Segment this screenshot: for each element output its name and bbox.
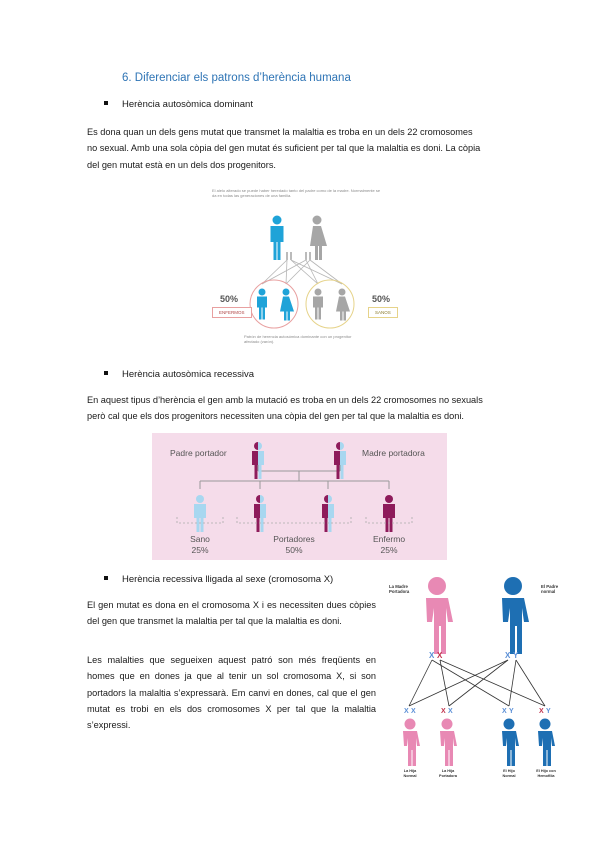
svg-text:X: X [448, 708, 453, 715]
svg-text:Y: Y [546, 708, 551, 715]
bullet-label: Herència recessiva lligada al sexe (crom… [122, 574, 334, 585]
bullet-autosomal-dominant: Herència autosòmica dominant [104, 99, 253, 110]
affected-child-icon [280, 288, 294, 321]
svg-text:X: X [441, 708, 446, 715]
svg-text:X: X [502, 708, 507, 715]
normal-father-icon [502, 577, 529, 654]
group-brackets [176, 517, 413, 524]
bullet-square [104, 101, 108, 106]
paragraph-line: Es dona quan un dels gens mutat que tran… [87, 127, 473, 137]
svg-text:X: X [404, 708, 409, 715]
healthy-percent: 50% [372, 294, 391, 304]
carrier-daughter-icon [440, 718, 457, 766]
normal-son-icon [502, 718, 519, 766]
healthy-child-icon [194, 495, 206, 532]
bullet-label: Herència autosòmica dominant [122, 99, 253, 110]
kid-label: El Hijo Normal [502, 769, 516, 778]
figure-recessive-inheritance: Padre portador Madre portadora Sano 25% … [152, 433, 447, 560]
family-tree-lines [199, 455, 390, 489]
svg-text:X: X [505, 651, 511, 660]
figure-caption-bottom: Patrón de herencia autosómica dominante … [244, 334, 352, 344]
svg-text:X: X [429, 651, 435, 660]
svg-text:Y: Y [513, 651, 519, 660]
healthy-mother-icon [310, 215, 327, 260]
affected-child-icon [257, 288, 267, 320]
bullet-autosomal-recessive: Herència autosòmica recessiva [104, 369, 254, 380]
figure-dominant-inheritance: El alelo alterado se puede haber heredad… [200, 186, 405, 351]
svg-text:X: X [437, 651, 443, 660]
father-label: El Padre normal [541, 584, 559, 594]
affected-group-label: Enfermo 25% [372, 534, 406, 555]
paragraph-x-linked-1: El gen mutat es dona en el cromosoma X i… [87, 600, 376, 627]
recessive-diagram [176, 442, 413, 532]
carrier-father-icon [252, 442, 264, 479]
bullet-square [104, 371, 108, 376]
paragraph-x-linked-2: Les malalties que segueixen aquest patró… [87, 655, 376, 731]
healthy-child-icon [336, 288, 350, 321]
carrier-group-label: Portadores 50% [273, 534, 315, 555]
healthy-group-circle [305, 279, 355, 329]
svg-text:Y: Y [509, 708, 514, 715]
inheritance-lines [408, 659, 546, 707]
carrier-child-icon [254, 495, 266, 532]
hemophilia-son-icon [538, 718, 555, 766]
paragraph-line: En aquest tipus d’herència el gen amb la… [87, 395, 483, 405]
kid-label: La Hija Portadora [439, 769, 457, 778]
paragraph-line: del gen mutat està en un dels dos progen… [87, 159, 276, 170]
kid-label: La Hija Normal [403, 769, 417, 778]
affected-father-icon [270, 215, 284, 260]
kid-label: El Hijo con Hemofilia [536, 769, 556, 778]
mother-label: Madre portadora [362, 448, 425, 458]
chromosome-icon [286, 252, 311, 260]
carrier-mother-icon [334, 442, 346, 479]
healthy-group-label: Sano 25% [190, 534, 210, 555]
svg-text:X: X [411, 708, 416, 715]
affected-percent: 50% [220, 294, 239, 304]
affected-group-circle [249, 279, 299, 329]
section-heading: 6. Diferenciar els patrons d’herència hu… [122, 72, 351, 84]
mother-label: La Madre Portadora [389, 584, 410, 594]
paragraph-recessive: En aquest tipus d’herència el gen amb la… [87, 392, 527, 425]
figure-caption-top: El alelo alterado se puede haber heredad… [212, 188, 381, 198]
healthy-child-icon [313, 288, 323, 320]
svg-text:X: X [539, 708, 544, 715]
normal-daughter-icon [403, 718, 420, 766]
carrier-mother-icon [426, 577, 453, 654]
paragraph-line: no sexual. Amb una sola còpia del gen mu… [87, 143, 481, 154]
paragraph-line: però cal que els dos progenitors necessi… [87, 411, 464, 422]
bullet-label: Herència autosòmica recessiva [122, 369, 255, 380]
father-label: Padre portador [170, 448, 227, 458]
healthy-label: SANOS [368, 307, 398, 318]
carrier-child-icon [322, 495, 334, 532]
affected-label: ENFERMOS [212, 307, 252, 318]
bullet-square [104, 576, 108, 581]
bullet-x-linked-recessive: Herència recessiva lligada al sexe (crom… [104, 574, 333, 585]
paragraph-dominant: Es dona quan un dels gens mutat que tran… [87, 124, 517, 173]
affected-child-icon [383, 495, 395, 532]
pedigree-diagram [249, 215, 355, 329]
